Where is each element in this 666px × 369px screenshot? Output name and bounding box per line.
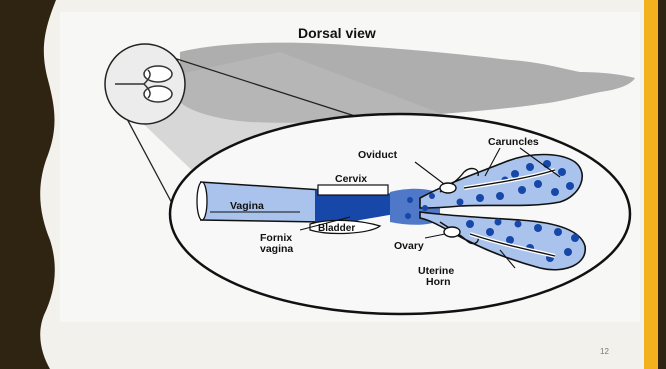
label-bladder: Bladder (318, 223, 355, 234)
diagram-photo: Dorsal view Caruncles Oviduct Cervix Vag… (60, 12, 640, 322)
page-number: 12 (600, 347, 609, 356)
diagram-title: Dorsal view (298, 25, 376, 41)
label-vagina-sub: vagina (260, 243, 293, 255)
label-ovary: Ovary (394, 240, 424, 252)
reproductive-tract-diagram: Dorsal view Caruncles Oviduct Cervix Vag… (60, 12, 640, 322)
label-vagina: Vagina (230, 200, 264, 212)
cervix-box (318, 185, 388, 195)
accent-bar (644, 0, 658, 369)
label-caruncles: Caruncles (488, 136, 539, 148)
label-horn: Horn (426, 276, 451, 288)
label-cervix: Cervix (335, 173, 367, 185)
right-edge-border (658, 0, 666, 369)
label-oviduct: Oviduct (358, 149, 398, 161)
